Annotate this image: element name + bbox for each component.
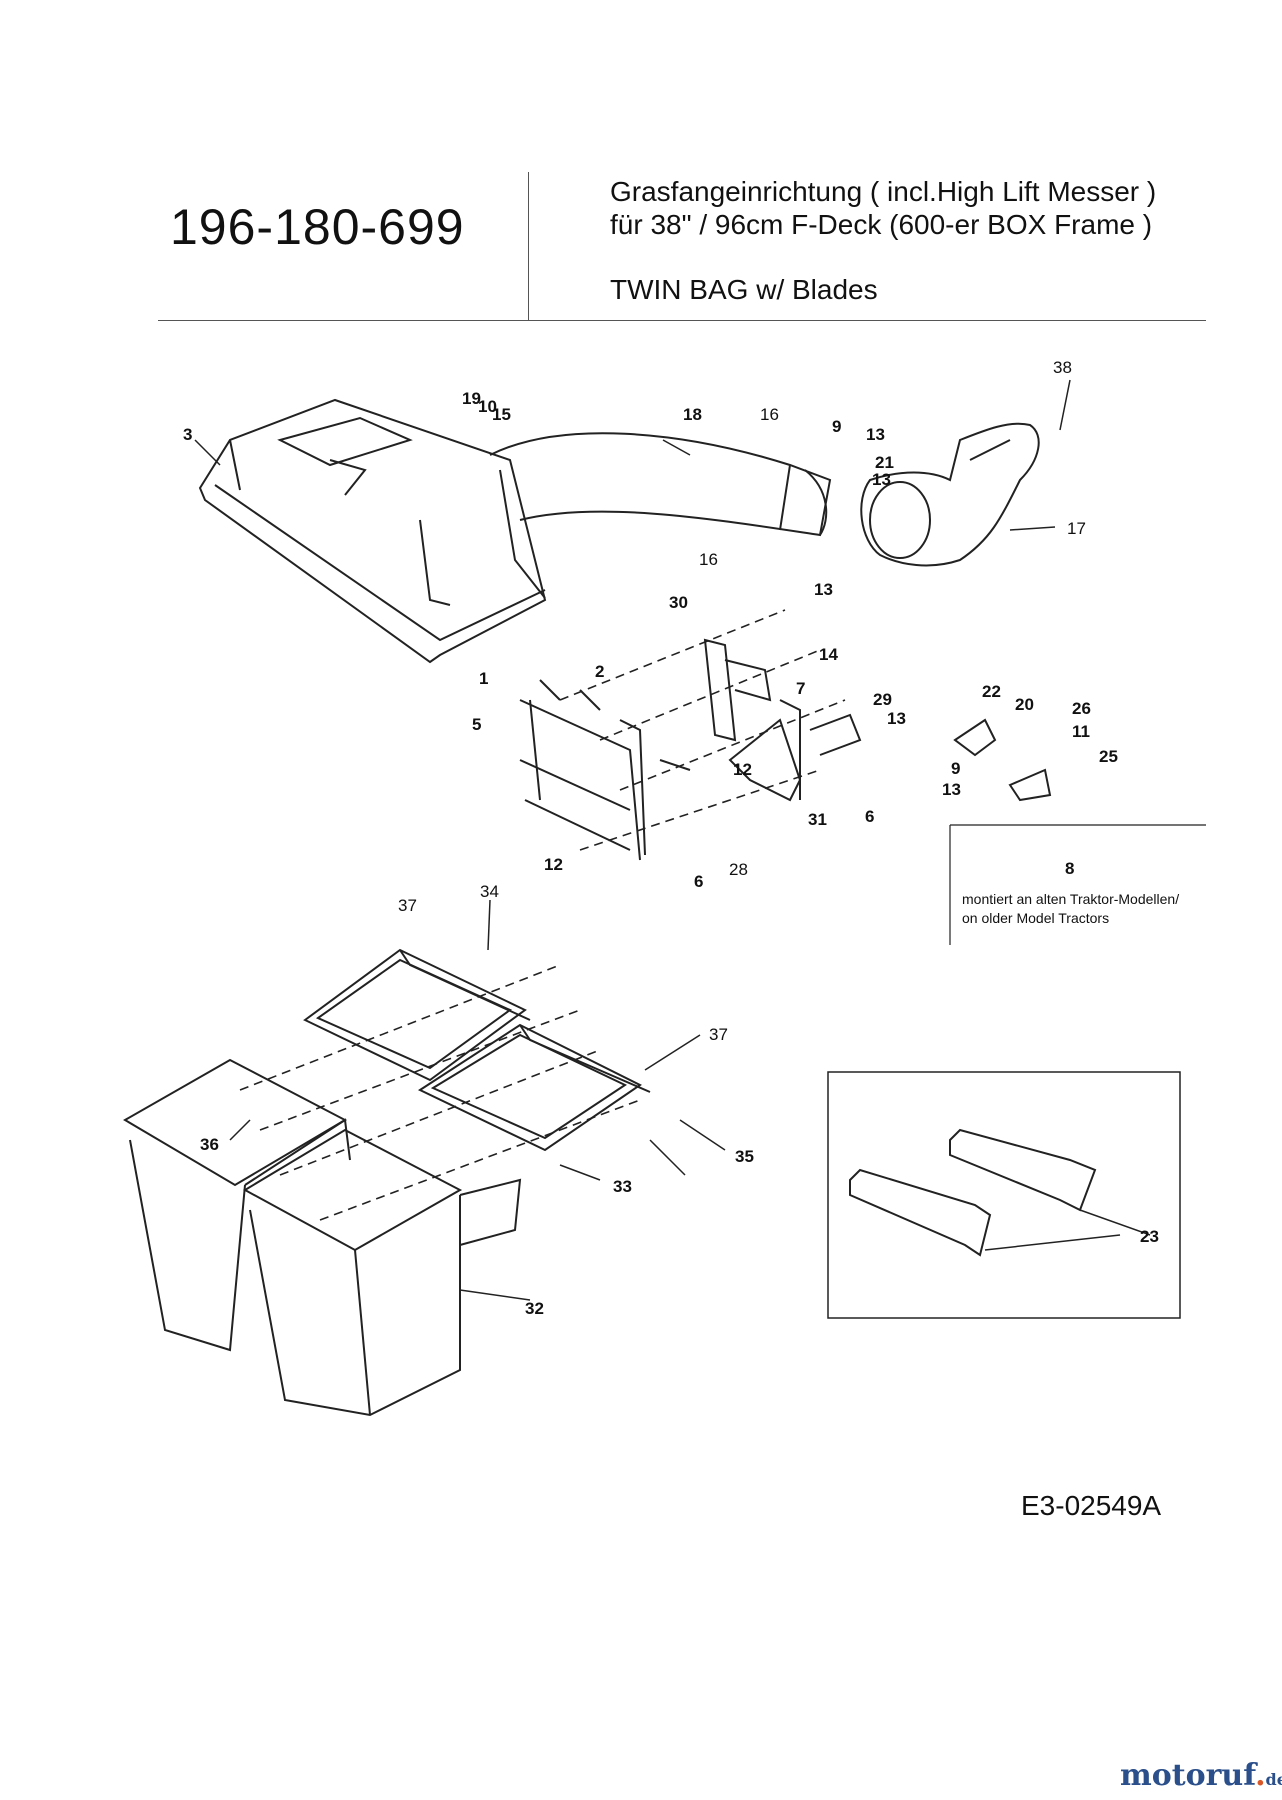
callout-9-upper: 9 [832, 417, 841, 436]
blade-drawing [849, 1128, 1097, 1257]
callout-9-lower: 9 [951, 759, 960, 778]
blades-inset-box [827, 1071, 1181, 1319]
catcher-lid-drawing [198, 398, 547, 664]
callout-12-upper: 12 [733, 760, 752, 779]
callout-32: 32 [525, 1299, 544, 1318]
small-bracket-drawing [953, 718, 1052, 802]
callout-35: 35 [735, 1147, 754, 1166]
callout-2: 2 [595, 662, 604, 681]
callout-31: 31 [808, 810, 827, 829]
callout-30: 30 [669, 593, 688, 612]
callout-37-left: 37 [398, 896, 417, 915]
callout-labels: 10 19 15 3 18 16 9 13 21 13 38 17 16 30 … [183, 358, 1159, 1318]
grass-bag-drawing [123, 1058, 522, 1417]
callout-18: 18 [683, 405, 702, 424]
callout-37-right: 37 [709, 1025, 728, 1044]
callout-17: 17 [1067, 519, 1086, 538]
older-model-note-de: montiert an alten Traktor-Modellen/ [962, 891, 1180, 907]
callout-1: 1 [479, 669, 488, 688]
callout-8: 8 [1065, 859, 1074, 878]
hanger-frame-drawing [519, 679, 691, 861]
callout-16-upper: 16 [760, 405, 779, 424]
callout-33: 33 [613, 1177, 632, 1196]
callout-38: 38 [1053, 358, 1072, 377]
callout-14: 14 [819, 645, 838, 664]
callout-13-e: 13 [942, 780, 961, 799]
callout-28: 28 [729, 860, 748, 879]
callout-21: 21 [875, 453, 894, 472]
chute-tube-drawing [489, 432, 832, 537]
callout-19: 19 [462, 389, 481, 408]
watermark-logo: motoruf.de [1120, 1758, 1282, 1793]
leader-lines [194, 379, 1151, 1301]
callout-11: 11 [1072, 722, 1090, 741]
callout-25: 25 [1099, 747, 1118, 766]
header-divider [528, 172, 529, 320]
older-model-note-en: on older Model Tractors [962, 910, 1110, 926]
watermark-tld: de [1265, 1770, 1282, 1789]
callout-34: 34 [480, 882, 499, 901]
callout-26: 26 [1072, 699, 1091, 718]
part-number: 196-180-699 [170, 199, 465, 255]
callout-5: 5 [472, 715, 481, 734]
callout-7: 7 [796, 679, 805, 698]
callout-23: 23 [1140, 1227, 1159, 1246]
callout-6-right: 6 [865, 807, 874, 826]
callout-22: 22 [982, 682, 1001, 701]
callout-13-d: 13 [887, 709, 906, 728]
callout-12-lower: 12 [544, 855, 563, 874]
assembly-title-de: Grasfangeinrichtung ( incl.High Lift Mes… [610, 176, 1157, 207]
callout-6-lower: 6 [694, 872, 703, 891]
callout-29: 29 [873, 690, 892, 709]
watermark-brand: motoruf [1120, 1758, 1256, 1793]
callout-13-c: 13 [814, 580, 833, 599]
chute-elbow-drawing [860, 422, 1040, 567]
callout-20: 20 [1015, 695, 1034, 714]
callout-10: 10 [478, 397, 497, 416]
note-bracket [949, 824, 1206, 945]
header-rule [158, 320, 1206, 321]
callout-13-b: 13 [872, 470, 891, 489]
callout-15: 15 [492, 405, 511, 424]
bag-frame-drawing [303, 948, 651, 1152]
callout-16-lower: 16 [699, 550, 718, 569]
callout-36: 36 [200, 1135, 219, 1154]
callout-3: 3 [183, 425, 192, 444]
callout-13-a: 13 [866, 425, 885, 444]
mounting-bracket-drawing [703, 638, 862, 802]
assembly-title-deck: für 38" / 96cm F-Deck (600-er BOX Frame … [610, 209, 1153, 240]
assembly-lines [239, 609, 846, 1221]
drawing-reference: E3-02549A [1021, 1490, 1162, 1521]
assembly-title-en: TWIN BAG w/ Blades [610, 274, 878, 305]
